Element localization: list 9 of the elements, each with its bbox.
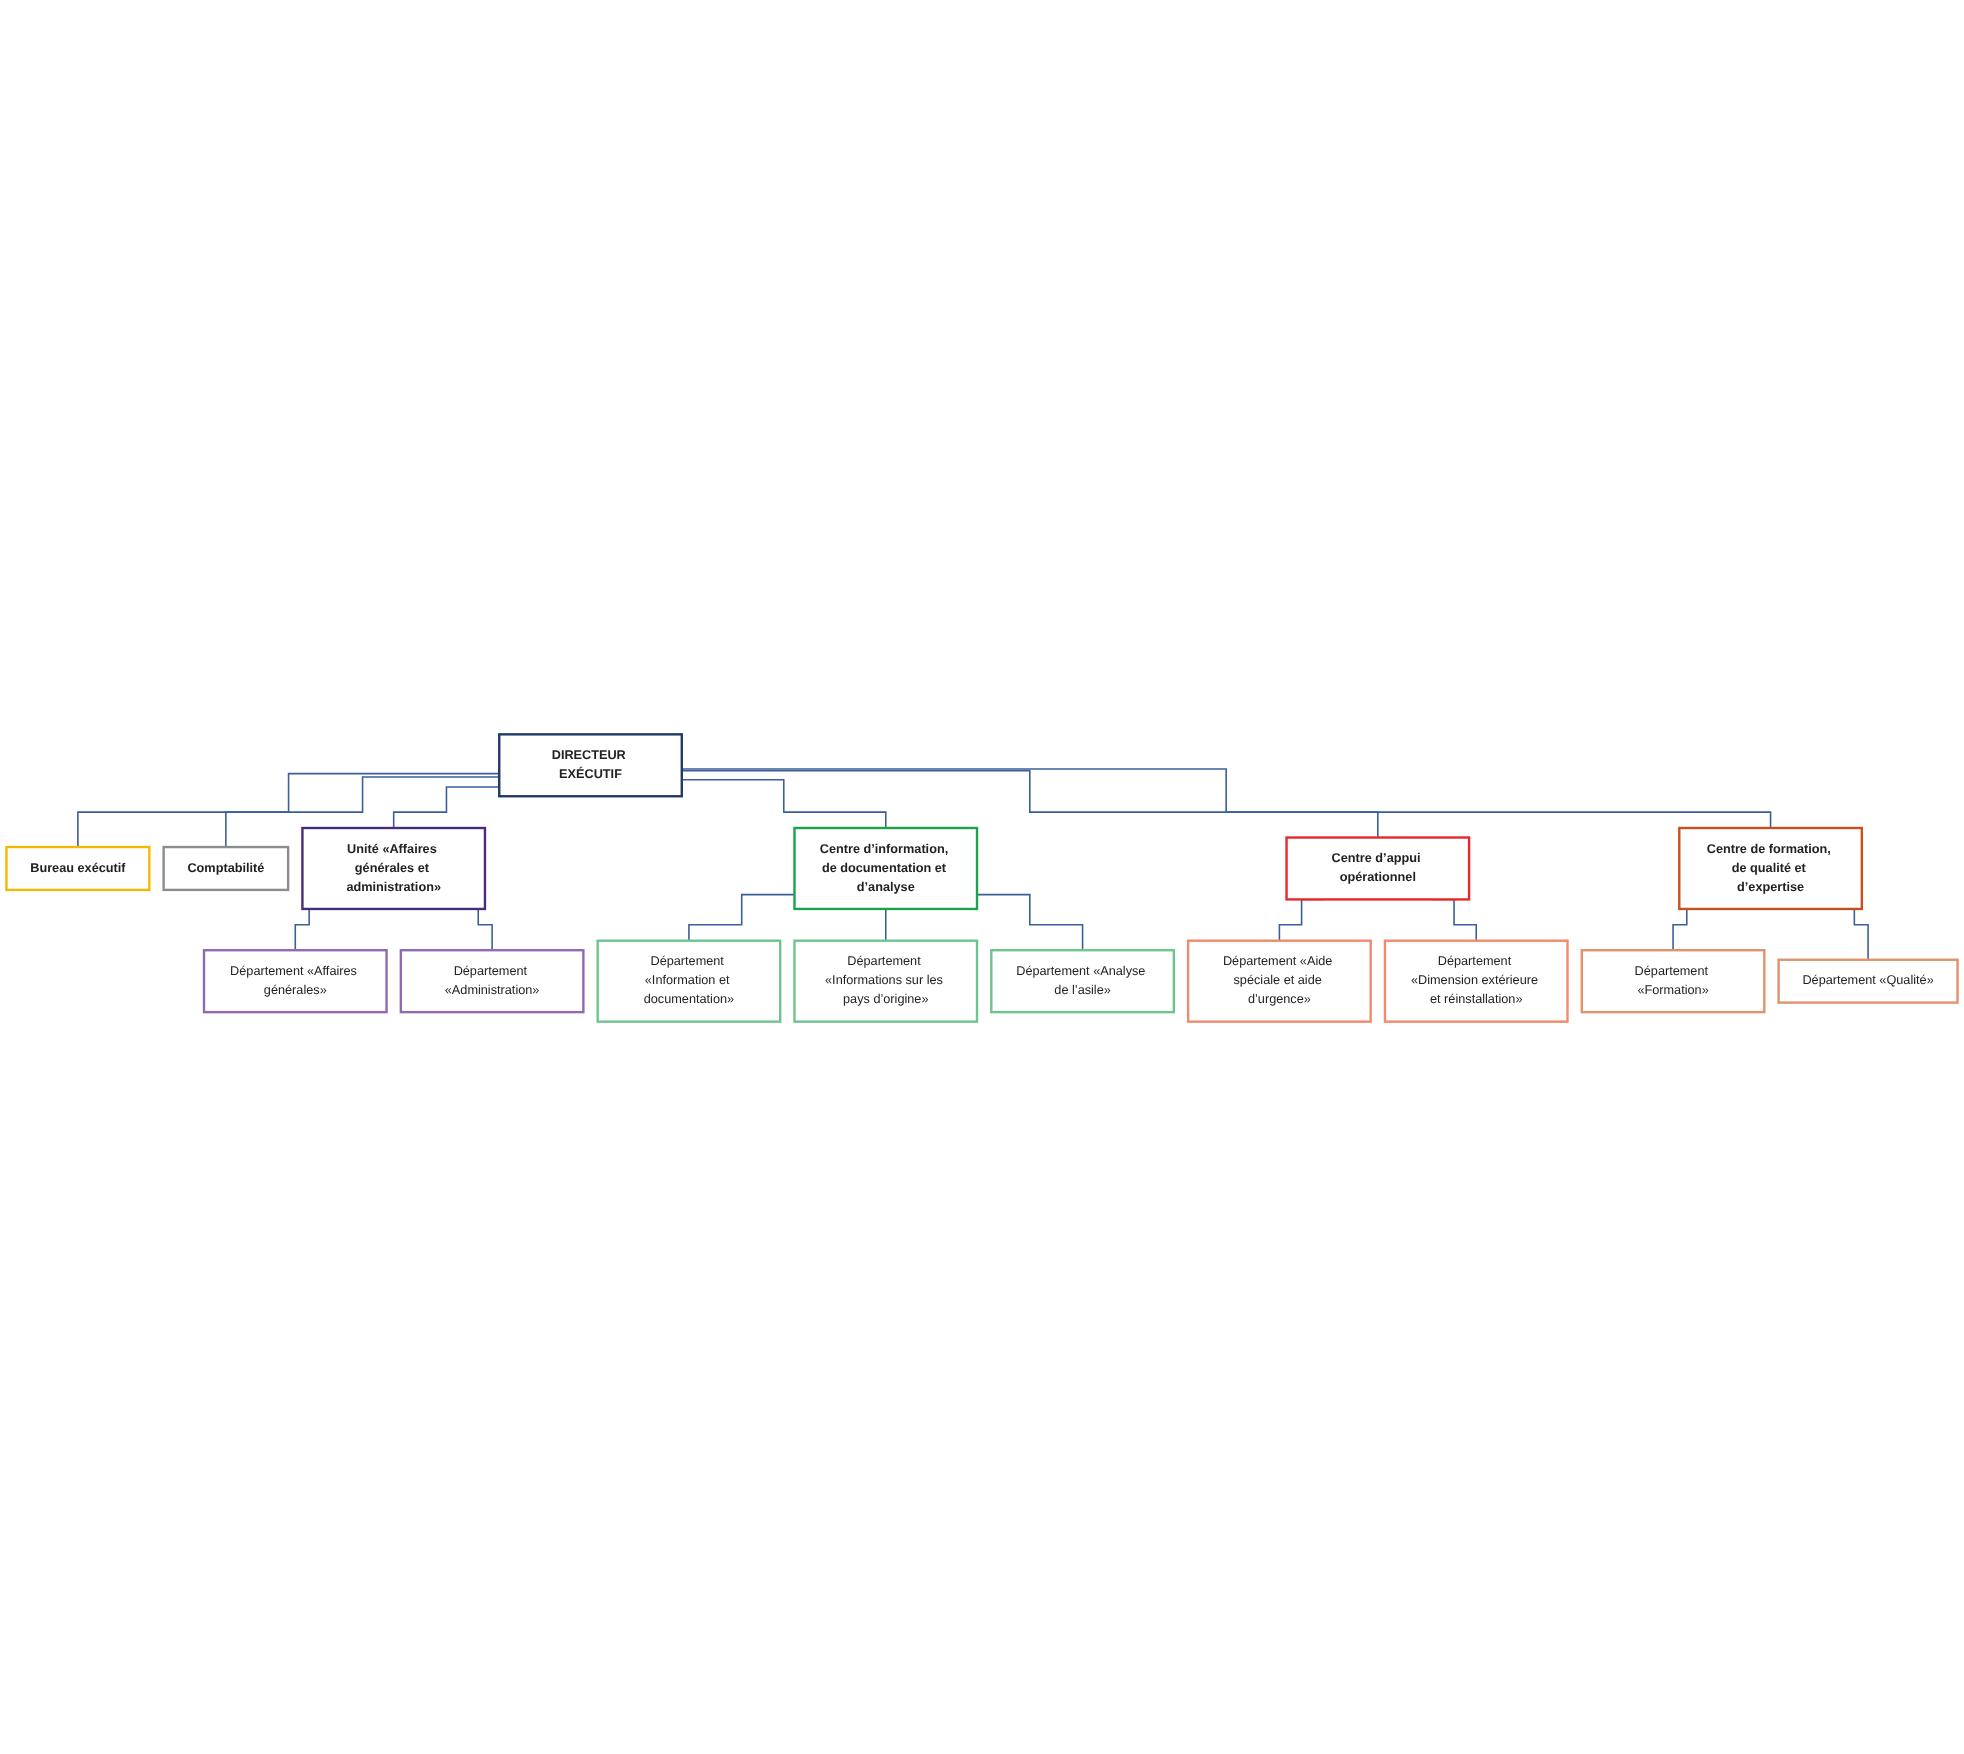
connector <box>884 907 887 941</box>
connector <box>688 892 796 941</box>
connector <box>225 775 501 847</box>
connector <box>681 768 1379 838</box>
connector <box>392 785 501 828</box>
connector <box>77 771 501 847</box>
connector <box>681 778 887 828</box>
connector <box>681 767 1772 828</box>
connector <box>976 892 1084 950</box>
